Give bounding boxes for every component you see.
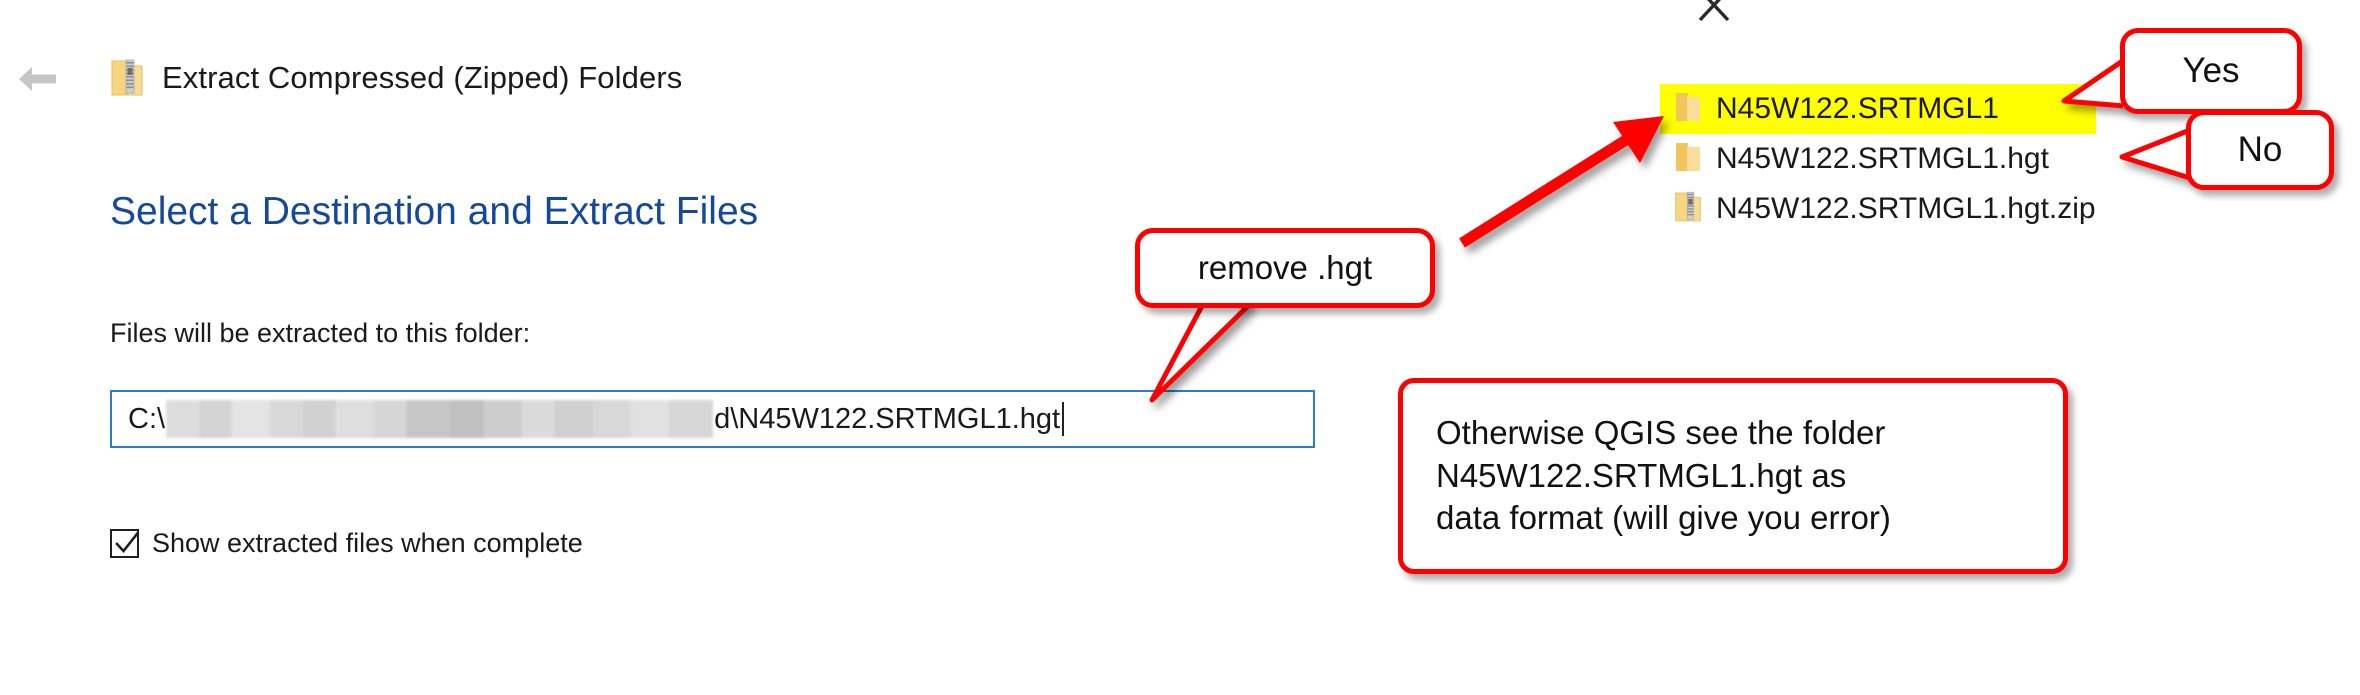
list-item[interactable]: N45W122.SRTMGL1.hgt.zip	[1660, 184, 2096, 234]
folder-icon	[1674, 140, 1702, 179]
callout-note-text: Otherwise QGIS see the folder N45W122.SR…	[1436, 413, 1891, 537]
callout-remove-text: remove .hgt	[1197, 249, 1373, 287]
text-caret	[1062, 402, 1065, 436]
callout-remove-hgt: remove .hgt	[1135, 228, 1435, 308]
show-extracted-files-checkbox-row[interactable]: Show extracted files when complete	[110, 528, 583, 559]
path-suffix: d\N45W122.SRTMGL1.hgt	[714, 402, 1061, 435]
callout-yes-text: Yes	[2182, 50, 2240, 90]
destination-path-input[interactable]: C:\ d\N45W122.SRTMGL1.hgt	[110, 390, 1315, 448]
callout-no-text: No	[2237, 129, 2283, 169]
back-arrow-icon[interactable]	[16, 62, 58, 96]
callout-tail-no	[2119, 127, 2195, 181]
page-title: Select a Destination and Extract Files	[110, 190, 759, 233]
red-arrow-icon	[1459, 116, 1664, 248]
show-extracted-files-checkbox[interactable]	[110, 529, 139, 558]
destination-field-label: Files will be extracted to this folder:	[110, 318, 531, 348]
file-name: N45W122.SRTMGL1.hgt.zip	[1716, 192, 2096, 225]
list-item[interactable]: N45W122.SRTMGL1.hgt	[1660, 134, 2096, 184]
callout-qgis-note: Otherwise QGIS see the folder N45W122.SR…	[1398, 378, 2068, 574]
extracted-file-list: N45W122.SRTMGL1 N45W122.SRTMGL1.hgt	[1660, 84, 2096, 234]
callout-yes: Yes	[2120, 28, 2302, 114]
window-title: Extract Compressed (Zipped) Folders	[162, 60, 683, 95]
folder-icon	[1674, 90, 1702, 129]
callout-no: No	[2186, 110, 2334, 190]
file-name: N45W122.SRTMGL1.hgt	[1716, 142, 2049, 175]
close-x-icon[interactable]	[1692, 0, 1736, 26]
checkmark-icon	[115, 532, 139, 553]
file-name: N45W122.SRTMGL1	[1716, 92, 1999, 125]
show-extracted-files-label: Show extracted files when complete	[152, 528, 583, 558]
zip-folder-icon	[110, 58, 144, 98]
zip-folder-icon	[1674, 190, 1702, 229]
window-title-row: Extract Compressed (Zipped) Folders	[110, 58, 682, 98]
callout-tail-remove	[1149, 298, 1251, 403]
path-prefix: C:\	[128, 402, 166, 435]
list-item[interactable]: N45W122.SRTMGL1	[1660, 84, 2096, 134]
redacted-path-segment	[166, 400, 714, 438]
